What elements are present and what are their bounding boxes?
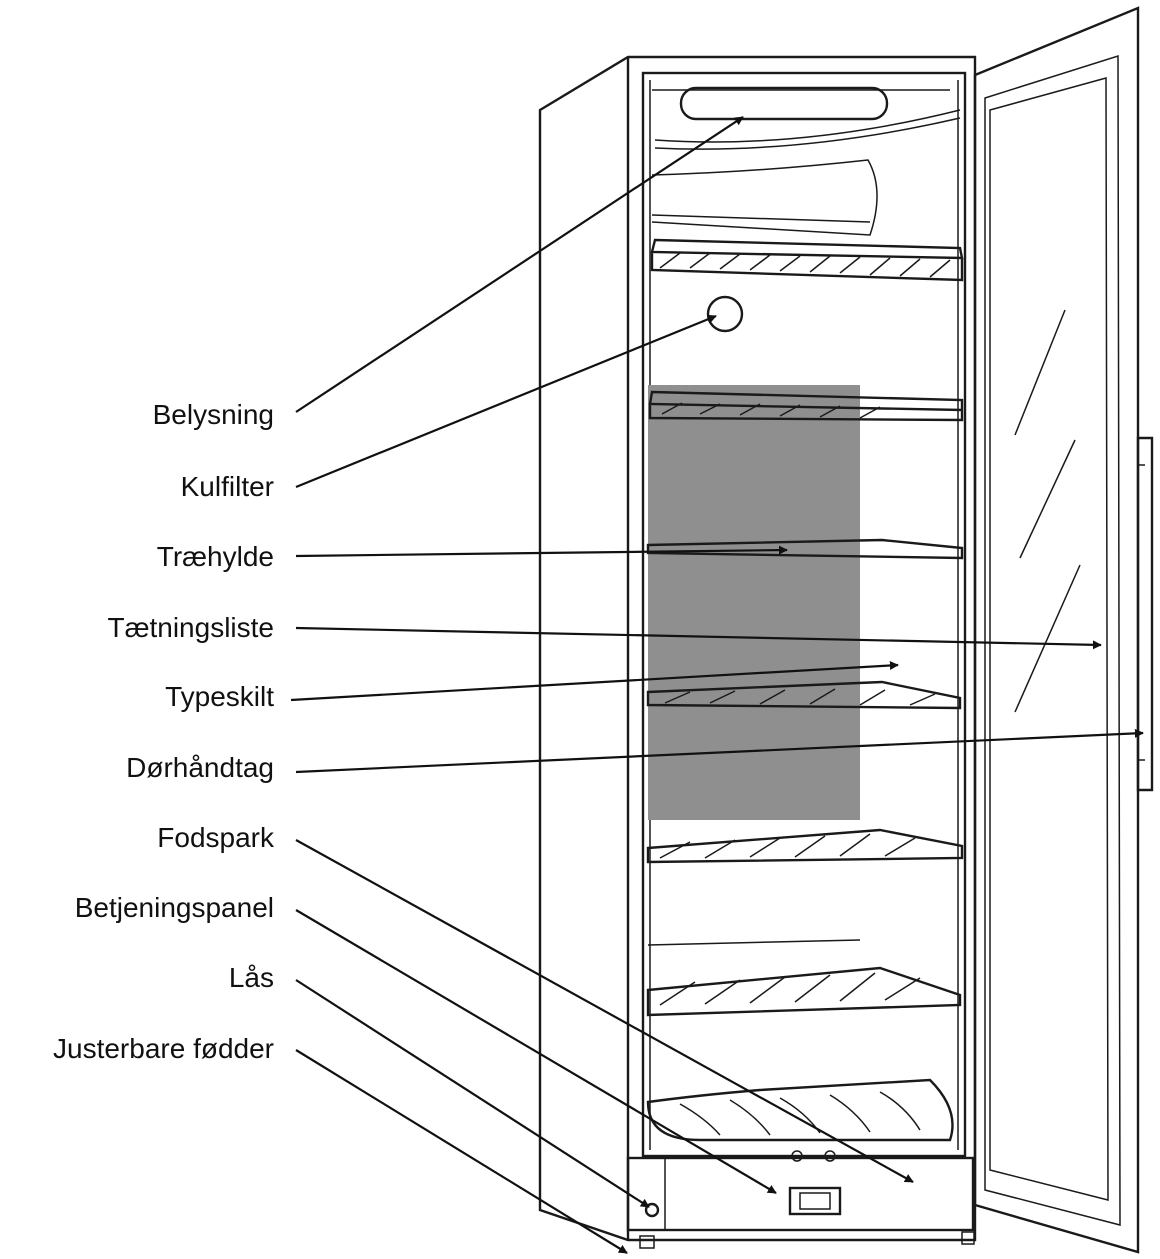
glass-door <box>973 6 1154 1254</box>
charcoal-filter <box>706 295 744 333</box>
base-kickplate <box>626 1150 975 1249</box>
label-dorhandtag: Dørhåndtag <box>126 752 274 783</box>
leader-kulfilter <box>295 314 717 489</box>
label-justerbare: Justerbare fødder <box>53 1033 274 1064</box>
cabinet <box>538 55 977 1242</box>
top-light-area <box>651 86 961 236</box>
leader-justerbare <box>295 1049 628 1254</box>
label-typeskilt: Typeskilt <box>165 681 274 712</box>
leader-lines <box>290 116 1144 1254</box>
label-traehylde: Træhylde <box>156 541 274 572</box>
label-betjeningspanel: Betjeningspanel <box>74 892 274 923</box>
label-fodspark: Fodspark <box>157 822 274 853</box>
label-belysning: Belysning <box>152 399 274 430</box>
leader-dorhandtag <box>295 728 1144 774</box>
leader-fodspark <box>295 839 914 1183</box>
leader-laas <box>295 979 650 1208</box>
label-kulfilter: Kulfilter <box>180 471 274 502</box>
leader-belysning <box>295 116 744 413</box>
leader-typeskilt <box>290 660 899 702</box>
leader-traehylde <box>295 545 788 558</box>
label-laas: Lås <box>228 962 274 993</box>
leader-taetningsliste <box>295 626 1102 650</box>
leader-betjeningspanel <box>295 909 777 1194</box>
label-taetningsliste: Tætningsliste <box>107 612 274 643</box>
